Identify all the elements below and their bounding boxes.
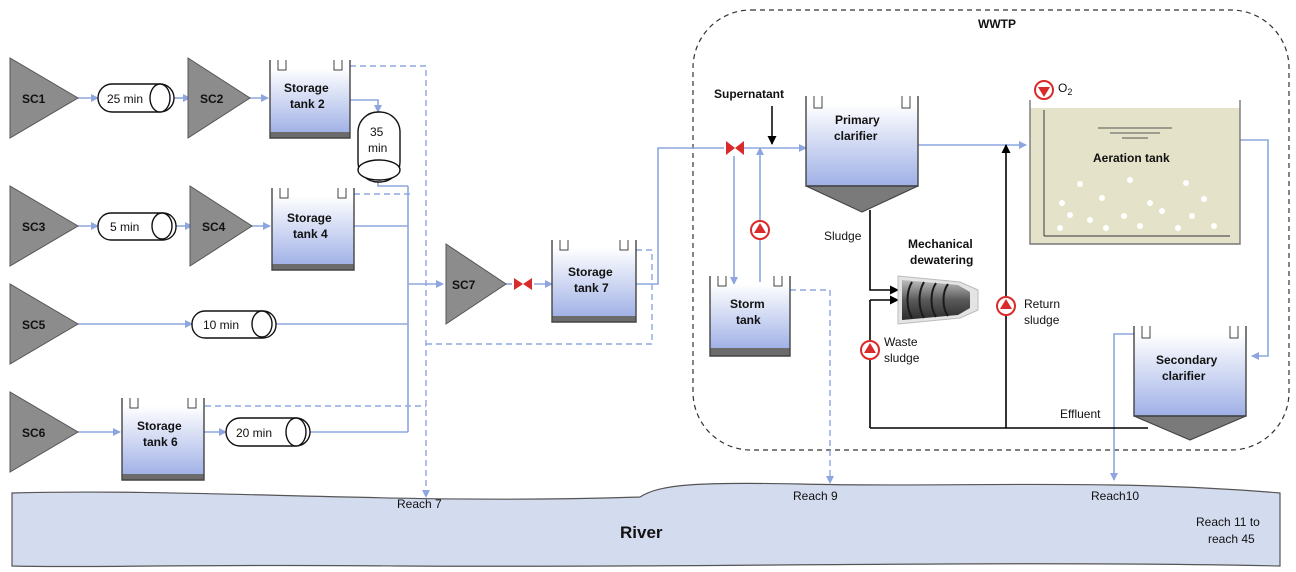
- overflow-lines: [205, 65, 831, 496]
- svg-text:SC2: SC2: [200, 92, 224, 106]
- reach-11-label: Reach 11 to: [1196, 515, 1260, 529]
- catchment-sc6: SC6: [9, 391, 79, 473]
- catchment-sc5: SC5: [9, 283, 79, 365]
- svg-text:min: min: [368, 141, 387, 155]
- svg-text:tank 6: tank 6: [143, 435, 178, 449]
- storage-tank-7: Storage tank 7: [551, 240, 637, 323]
- svg-text:SC7: SC7: [452, 278, 476, 292]
- delay-pipe-10min: 10 min: [191, 310, 277, 339]
- sewer-flow-lines: [78, 94, 1269, 481]
- storage-tank-6: Storage tank 6: [121, 398, 205, 481]
- oxygen-blower-icon: [1034, 80, 1054, 100]
- svg-text:tank 7: tank 7: [574, 281, 609, 295]
- svg-text:Storage: Storage: [137, 419, 182, 433]
- aeration-tank: Aeration tank: [1029, 100, 1241, 245]
- dewatering-label: dewatering: [910, 253, 973, 267]
- secondary-clarifier: Secondary clarifier: [1133, 326, 1247, 441]
- delay-pipe-5min: 5 min: [97, 212, 177, 241]
- primary-clarifier: Primary clarifier: [805, 96, 919, 213]
- river-label: River: [620, 523, 663, 542]
- delay-pipe-25min: 25 min: [97, 83, 175, 113]
- supernatant-label: Supernatant: [714, 87, 784, 101]
- storm-pump-icon: [750, 220, 770, 240]
- svg-text:SC5: SC5: [22, 318, 46, 332]
- waste-label: Waste: [884, 335, 918, 349]
- reach-9-arrowhead: [826, 476, 834, 484]
- wwtp-boundary: [692, 9, 1290, 451]
- svg-text:tank 2: tank 2: [290, 97, 325, 111]
- svg-text:clarifier: clarifier: [1162, 369, 1206, 383]
- svg-text:5 min: 5 min: [110, 220, 139, 234]
- catchment-sc1: SC1: [9, 57, 79, 139]
- svg-text:tank 4: tank 4: [293, 227, 328, 241]
- svg-text:Storage: Storage: [287, 211, 332, 225]
- svg-text:SC4: SC4: [202, 220, 226, 234]
- svg-text:SC3: SC3: [22, 220, 46, 234]
- svg-text:Primary: Primary: [835, 113, 880, 127]
- mechanical-label: Mechanical: [908, 237, 973, 251]
- catchment-sc2: SC2: [187, 57, 251, 139]
- delay-pipe-35min: 35 min: [357, 111, 401, 183]
- catchment-sc7: SC7: [445, 243, 507, 325]
- valve-sc7-icon: [514, 278, 532, 290]
- reach-10-label: Reach10: [1091, 489, 1139, 503]
- o2-label: O2: [1058, 81, 1072, 97]
- reach-9-label: Reach 9: [793, 489, 838, 503]
- return-sludge-label: sludge: [1024, 313, 1060, 327]
- storm-tank: Storm tank: [709, 276, 791, 357]
- svg-text:10 min: 10 min: [203, 318, 239, 332]
- dewatering-screw-icon: [897, 275, 979, 325]
- valve-wwtp-inlet-icon: [726, 141, 744, 155]
- svg-text:Secondary: Secondary: [1156, 353, 1218, 367]
- svg-text:Storm: Storm: [730, 297, 765, 311]
- storage-tank-2: Storage tank 2: [269, 60, 351, 139]
- svg-text:SC1: SC1: [22, 92, 46, 106]
- svg-text:35: 35: [370, 125, 384, 139]
- wwtp-title: WWTP: [978, 17, 1016, 31]
- waste-sludge-pump-icon: [860, 340, 880, 360]
- effluent-label: Effluent: [1060, 407, 1101, 421]
- svg-text:clarifier: clarifier: [834, 129, 878, 143]
- sludge-label: Sludge: [824, 229, 862, 243]
- catchment-sc3: SC3: [9, 185, 79, 267]
- delay-pipe-20min: 20 min: [225, 417, 311, 447]
- river: River Reach 7 Reach 9 Reach10 Reach 11 t…: [11, 482, 1281, 568]
- return-label: Return: [1024, 297, 1060, 311]
- svg-text:tank: tank: [736, 313, 761, 327]
- reach-7-label: Reach 7: [397, 497, 442, 511]
- return-sludge-pump-icon: [996, 296, 1016, 316]
- svg-text:20 min: 20 min: [236, 426, 272, 440]
- catchment-sc4: SC4: [189, 185, 253, 267]
- svg-text:25 min: 25 min: [107, 92, 143, 106]
- reach-45-label: reach 45: [1208, 532, 1255, 546]
- storage-tank-4: Storage tank 4: [271, 188, 355, 271]
- svg-text:Storage: Storage: [568, 265, 613, 279]
- svg-text:Storage: Storage: [284, 81, 329, 95]
- reach-7-arrowhead: [422, 490, 430, 498]
- svg-text:Aeration tank: Aeration tank: [1093, 151, 1170, 165]
- waste-sludge-label: sludge: [884, 351, 920, 365]
- svg-text:SC6: SC6: [22, 426, 46, 440]
- sludge-lines: [869, 144, 1148, 429]
